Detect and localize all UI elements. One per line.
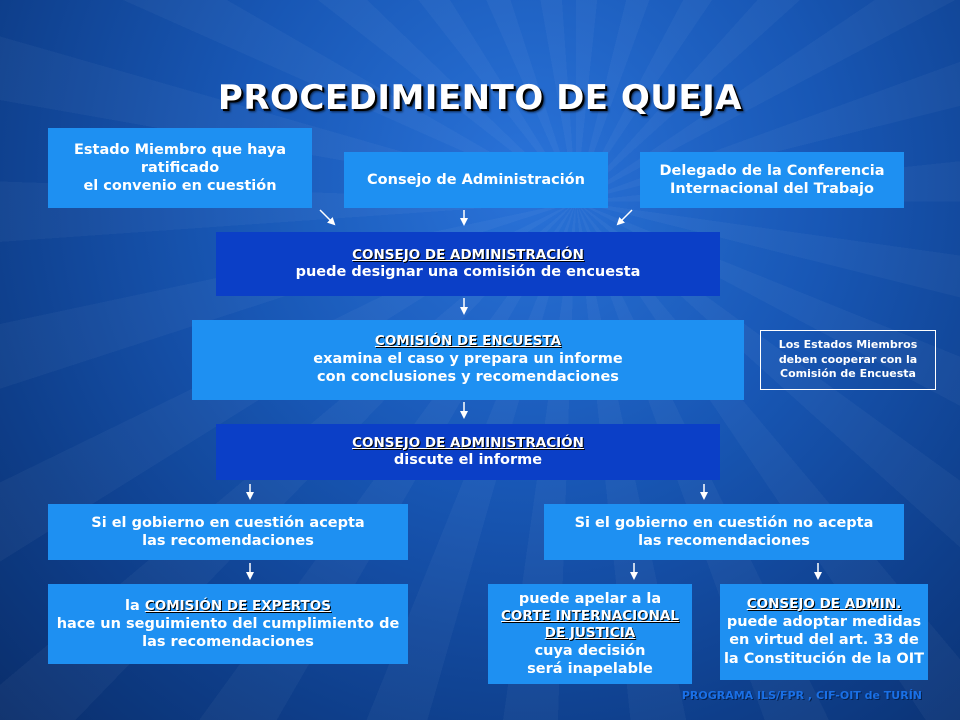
governing-body-discuss-box: CONSEJO DE ADMINISTRACIÓN discute el inf… xyxy=(216,424,720,480)
note-line1: Los Estados Miembros xyxy=(778,337,918,351)
member-state-line2: ratificado xyxy=(140,159,220,176)
admin-line2: en virtud del art. 33 de xyxy=(729,632,919,649)
admin-heading: CONSEJO DE ADMIN. xyxy=(746,596,902,613)
note-line2: deben cooperar con la xyxy=(778,352,918,366)
admin-measures-box: CONSEJO DE ADMIN. puede adoptar medidas … xyxy=(720,584,928,680)
arrow-delegate-to-step1 xyxy=(616,209,633,226)
member-state-box: Estado Miembro que haya ratificado el co… xyxy=(48,128,312,208)
delegate-line2: Internacional del Trabajo xyxy=(670,181,874,197)
icj-line3: será inapelable xyxy=(527,660,653,677)
member-state-line1: Estado Miembro que haya xyxy=(73,141,286,158)
governing-body-designate-box: CONSEJO DE ADMINISTRACIÓN puede designar… xyxy=(216,232,720,296)
governing-body-label: Consejo de Administración xyxy=(367,171,585,188)
step3-heading: CONSEJO DE ADMINISTRACIÓN xyxy=(352,434,584,451)
not-accept-line1: Si el gobierno en cuestión no acepta xyxy=(574,514,874,531)
committee-of-experts-box: la COMISIÓN DE EXPERTOS hace un seguimie… xyxy=(48,584,408,664)
icj-heading2: DE JUSTICIA xyxy=(544,624,636,641)
admin-line1: puede adoptar medidas xyxy=(726,614,922,631)
government-rejects-box: Si el gobierno en cuestión no acepta las… xyxy=(544,504,904,560)
delegate-box: Delegado de la Conferencia Internacional… xyxy=(640,152,904,208)
step2-heading: COMISIÓN DE ENCUESTA xyxy=(374,333,562,350)
accept-line1: Si el gobierno en cuestión acepta xyxy=(91,514,365,531)
icj-line1: puede apelar a la xyxy=(518,590,662,607)
icj-box: puede apelar a la CORTE INTERNACIONAL DE… xyxy=(488,584,692,684)
note-line3: Comisión de Encuesta xyxy=(780,367,916,381)
member-state-line3: el convenio en cuestión xyxy=(83,178,277,195)
experts-line2: las recomendaciones xyxy=(142,634,314,651)
admin-line3: la Constitución de la OIT xyxy=(723,650,925,667)
step1-heading: CONSEJO DE ADMINISTRACIÓN xyxy=(352,246,584,263)
icj-line2: cuya decisión xyxy=(534,642,646,659)
commission-of-inquiry-box: COMISIÓN DE ENCUESTA examina el caso y p… xyxy=(192,320,744,400)
government-accepts-box: Si el gobierno en cuestión acepta las re… xyxy=(48,504,408,560)
governing-body-box: Consejo de Administración xyxy=(344,152,608,208)
not-accept-line2: las recomendaciones xyxy=(638,533,810,549)
footer-credit: PROGRAMA ILS/FPR , CIF-OIT de TURÍN xyxy=(681,689,922,702)
icj-heading1: CORTE INTERNACIONAL xyxy=(501,608,679,625)
step1-text: puede designar una comisión de encuesta xyxy=(295,264,641,281)
experts-heading: COMISIÓN DE EXPERTOS xyxy=(144,597,331,614)
step2-line1: examina el caso y prepara un informe xyxy=(313,351,623,368)
delegate-line1: Delegado de la Conferencia xyxy=(659,162,885,179)
step2-line2: con conclusiones y recomendaciones xyxy=(317,369,619,386)
experts-prefix: la xyxy=(125,597,145,614)
accept-line2: las recomendaciones xyxy=(142,533,314,549)
arrow-member-to-step1 xyxy=(319,209,336,226)
page-title: PROCEDIMIENTO DE QUEJA xyxy=(217,78,743,118)
experts-line1: hace un seguimiento del cumplimiento de xyxy=(56,615,400,632)
cooperation-note: Los Estados Miembros deben cooperar con … xyxy=(760,330,936,390)
step3-text: discute el informe xyxy=(393,452,543,469)
